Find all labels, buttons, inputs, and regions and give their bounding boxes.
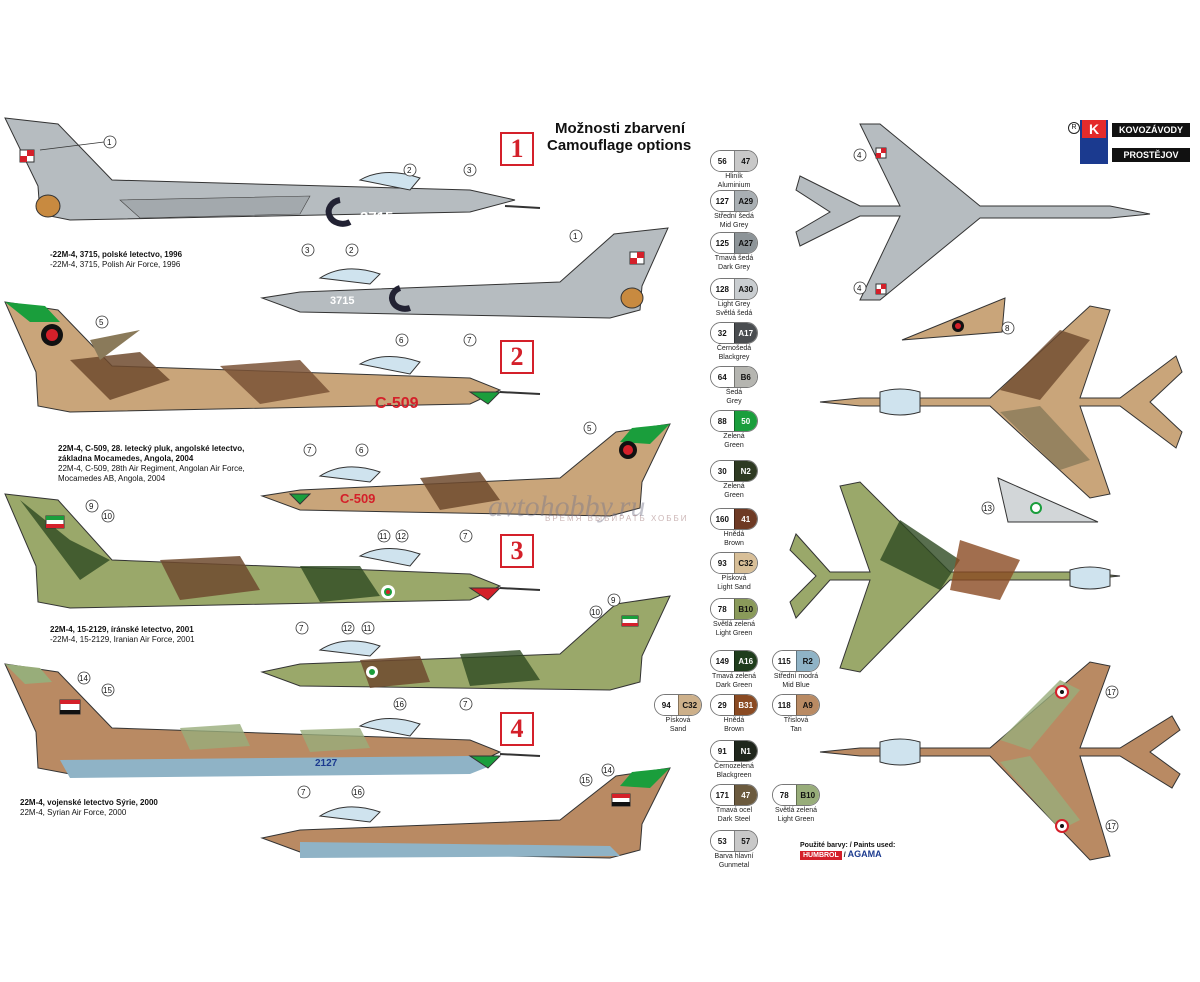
svg-text:2: 2 — [349, 246, 354, 255]
aircraft-3-side-bottom — [260, 595, 671, 691]
svg-text:11: 11 — [363, 624, 372, 633]
svg-text:6: 6 — [399, 336, 404, 345]
agama-logo: AGAMA — [847, 849, 882, 859]
svg-text:9: 9 — [89, 502, 94, 511]
svg-text:9: 9 — [611, 596, 616, 605]
humbrol-logo: HUMBROL — [800, 851, 842, 860]
aircraft-3-top-view — [789, 481, 1121, 673]
callout-markers: 1 2 3 1 2 3 5 6 7 5 6 7 9 10 11 12 7 10 … — [39, 135, 1119, 833]
aircraft-3-side-top — [4, 493, 541, 609]
scheme-badge-1: 1 — [500, 132, 534, 166]
caption-scheme-3: 22M-4, 15-2129, íránské letectvo, 2001-2… — [50, 625, 195, 644]
svg-text:10: 10 — [591, 608, 600, 617]
aircraft-code-angola: C-509 — [375, 395, 419, 412]
aircraft-code-angola-small: C-509 — [340, 491, 375, 506]
svg-text:13: 13 — [983, 504, 992, 513]
aircraft-code-poland: 3715 — [360, 209, 393, 226]
svg-text:12: 12 — [343, 624, 352, 633]
svg-text:11: 11 — [379, 532, 388, 541]
svg-text:4: 4 — [857, 284, 862, 293]
aircraft-2-top-view — [819, 305, 1183, 499]
svg-text:7: 7 — [467, 336, 472, 345]
svg-text:15: 15 — [581, 776, 590, 785]
aircraft-2-side-bottom — [260, 423, 671, 517]
aircraft-2-fin — [901, 297, 1006, 341]
svg-text:14: 14 — [79, 674, 88, 683]
svg-text:2: 2 — [407, 166, 412, 175]
svg-text:17: 17 — [1107, 688, 1116, 697]
scheme-badge-3: 3 — [500, 534, 534, 568]
aircraft-1-side-bottom — [260, 227, 669, 319]
watermark-text: аvtohobby.ru — [488, 490, 646, 523]
svg-text:5: 5 — [99, 318, 104, 327]
svg-text:8: 8 — [1005, 324, 1010, 333]
svg-text:17: 17 — [1107, 822, 1116, 831]
aircraft-2-side-top — [4, 301, 541, 413]
aircraft-4-side-top — [4, 663, 541, 778]
paints-used: Použité barvy: / Paints used: HUMBROL / … — [800, 842, 896, 860]
svg-text:3: 3 — [305, 246, 310, 255]
svg-text:16: 16 — [395, 700, 404, 709]
svg-text:1: 1 — [107, 138, 112, 147]
svg-text:4: 4 — [857, 151, 862, 160]
aircraft-1-top-view — [795, 123, 1151, 301]
svg-text:7: 7 — [463, 700, 468, 709]
svg-text:16: 16 — [353, 788, 362, 797]
svg-text:15: 15 — [103, 686, 112, 695]
svg-text:7: 7 — [463, 532, 468, 541]
aircraft-4-top-view — [819, 661, 1181, 861]
svg-text:6: 6 — [359, 446, 364, 455]
svg-text:7: 7 — [301, 788, 306, 797]
svg-text:3: 3 — [467, 166, 472, 175]
heading-czech: Možnosti zbarvení — [555, 120, 686, 137]
aircraft-code-syria: 2127 — [315, 758, 338, 769]
scheme-badge-4: 4 — [500, 712, 534, 746]
svg-text:7: 7 — [299, 624, 304, 633]
caption-scheme-2: 22M-4, C-509, 28. letecký pluk, angolské… — [58, 444, 245, 483]
kovozavody-logo: R K KOVOZÁVODY PROSTĚJOV — [1068, 120, 1190, 168]
svg-text:7: 7 — [307, 446, 312, 455]
aircraft-code-poland-small: 3715 — [330, 295, 354, 307]
heading-english: Camouflage options — [547, 137, 692, 154]
svg-text:5: 5 — [587, 424, 592, 433]
svg-text:12: 12 — [397, 532, 406, 541]
svg-text:14: 14 — [603, 766, 612, 775]
caption-scheme-1: -22M-4, 3715, polské letectvo, 1996-22M-… — [50, 250, 183, 269]
aircraft-4-side-bottom — [260, 767, 671, 859]
aircraft-3-fin — [997, 477, 1099, 523]
svg-text:1: 1 — [573, 232, 578, 241]
watermark-subtext: ВРЕМЯ ВЫБИРАТЬ ХОББИ — [545, 514, 689, 523]
svg-text:10: 10 — [103, 512, 112, 521]
aircraft-1-side-top — [4, 117, 541, 227]
scheme-badge-2: 2 — [500, 340, 534, 374]
